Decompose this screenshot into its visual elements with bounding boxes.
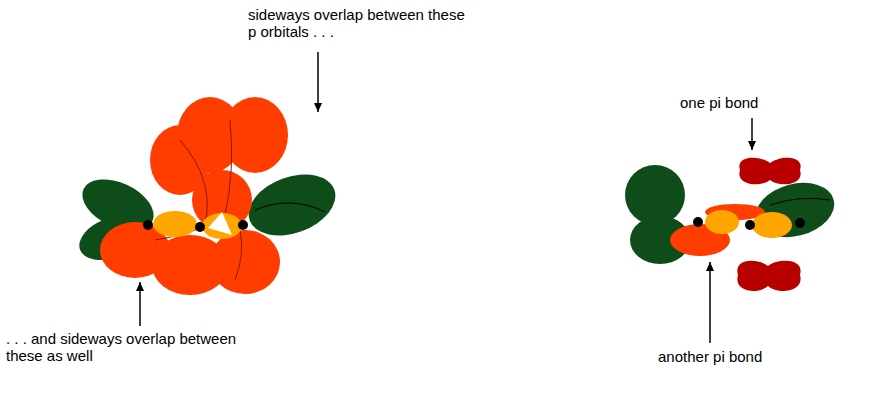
callout-note: . . . and sideways overlap between these… <box>6 330 268 364</box>
callout-note: one pi bond <box>680 94 820 111</box>
callout-note: another pi bond <box>658 348 818 365</box>
right-molecule <box>625 118 840 343</box>
callout-note: sideways overlap between these p orbital… <box>248 6 476 40</box>
left-molecule <box>73 52 344 326</box>
